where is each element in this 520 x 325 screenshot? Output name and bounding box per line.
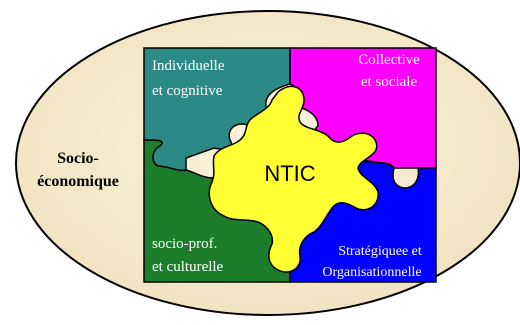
label-individuelle-line2: et cognitive <box>152 83 223 99</box>
label-individuelle-line1: Individuelle <box>152 58 225 74</box>
label-collective-line2: et sociale <box>361 74 418 90</box>
label-socio-line2: économique <box>37 173 119 190</box>
label-socio-prof-line1: socio-prof. <box>152 236 217 252</box>
label-socio-line1: Socio- <box>57 150 99 167</box>
puzzle-piece-ntic <box>208 85 379 273</box>
label-socio-prof-line2: et culturelle <box>152 259 224 275</box>
label-collective-line1: Collective <box>358 52 420 68</box>
label-strategique-line1: Stratégiquee et <box>338 244 422 259</box>
label-strategique-line2: Organisationnelle <box>322 265 421 280</box>
label-ntic: NTIC <box>264 161 315 186</box>
